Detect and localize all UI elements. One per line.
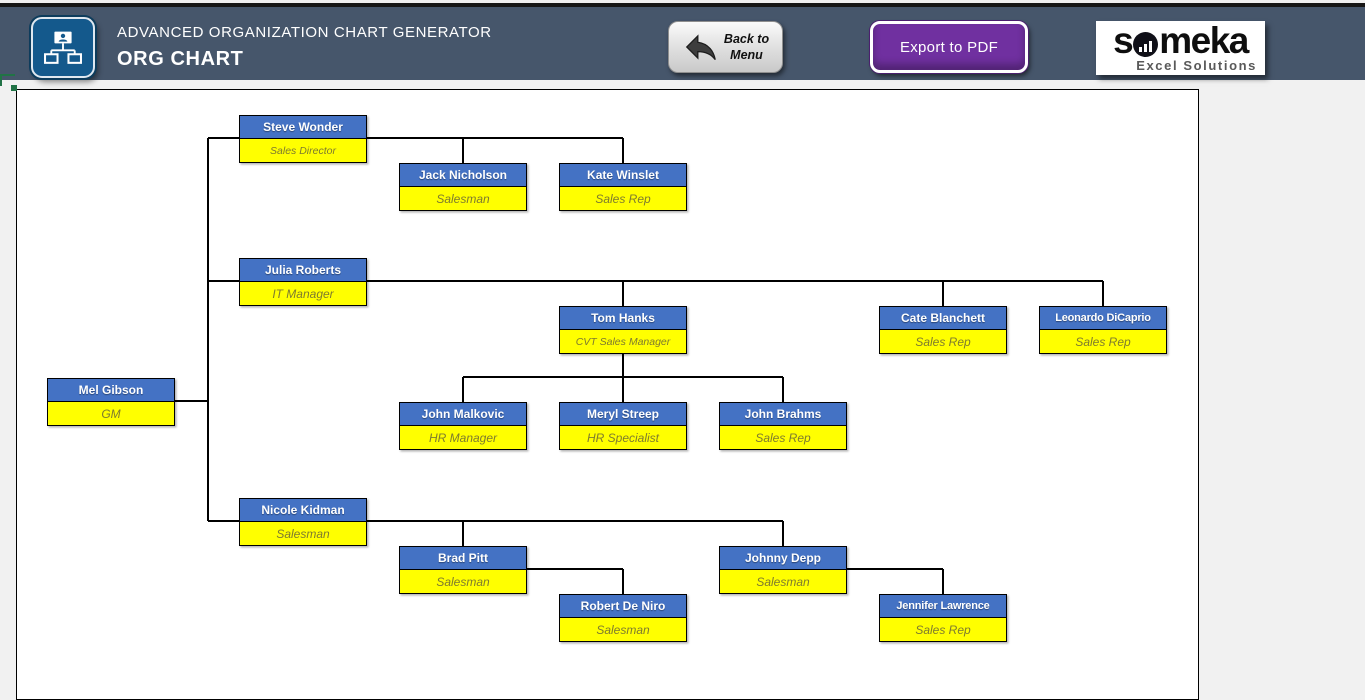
logo-tagline: Excel Solutions	[1136, 58, 1257, 73]
connector-line	[942, 569, 944, 594]
org-node-name: Tom Hanks	[560, 307, 686, 330]
org-node-title: Sales Rep	[880, 330, 1006, 353]
back-to-menu-label: Back to Menu	[724, 31, 769, 64]
connector-line	[527, 568, 623, 570]
org-node-title: Salesman	[400, 187, 526, 210]
org-node-title: CVT Sales Manager	[560, 330, 686, 353]
connector-line	[367, 520, 783, 522]
org-node-title: IT Manager	[240, 282, 366, 305]
connector-line	[1102, 281, 1104, 306]
connector-line	[367, 280, 1103, 282]
connector-line	[208, 137, 239, 139]
window-top-strip	[0, 0, 1365, 3]
org-node-title: Sales Director	[240, 139, 366, 162]
connector-line	[782, 521, 784, 546]
org-node-name: Johnny Depp	[720, 547, 846, 570]
org-node-name: Leonardo DiCaprio	[1040, 307, 1166, 330]
org-node-name: Mel Gibson	[48, 379, 174, 402]
connector-line	[622, 377, 624, 402]
connector-line	[208, 520, 239, 522]
connector-line	[462, 521, 464, 546]
org-node-name: Jennifer Lawrence	[880, 595, 1006, 618]
someka-o-chart-icon	[1133, 32, 1159, 57]
org-node-title: GM	[48, 402, 174, 425]
connector-line	[782, 377, 784, 402]
org-node-name: Meryl Streep	[560, 403, 686, 426]
excel-selection-mark-vertical	[0, 74, 2, 86]
connector-line	[462, 138, 464, 163]
brand-text-pre: s	[1113, 19, 1134, 61]
excel-selection-handle	[11, 85, 17, 91]
org-node-title: Salesman	[240, 522, 366, 545]
back-label-line1: Back to	[723, 31, 770, 46]
org-node-name: Kate Winslet	[560, 164, 686, 187]
brand-text-post: meka	[1159, 19, 1249, 61]
export-to-pdf-button[interactable]: Export to PDF	[870, 21, 1028, 73]
connector-line	[207, 138, 209, 521]
someka-brand: s meka	[1102, 19, 1259, 61]
org-node-title: Salesman	[400, 570, 526, 593]
connector-line	[622, 352, 624, 377]
back-label-line2: Menu	[730, 48, 763, 62]
org-chart-app-icon	[31, 17, 95, 78]
connector-line	[175, 400, 208, 402]
header-bar: ADVANCED ORGANIZATION CHART GENERATOR OR…	[0, 7, 1365, 80]
org-node-name: John Malkovic	[400, 403, 526, 426]
org-node-title: Sales Rep	[880, 618, 1006, 641]
org-node-name: Cate Blanchett	[880, 307, 1006, 330]
org-node-title: HR Specialist	[560, 426, 686, 449]
connector-line	[847, 568, 943, 570]
connector-line	[942, 281, 944, 306]
title-block: ADVANCED ORGANIZATION CHART GENERATOR OR…	[117, 24, 492, 71]
org-node-title: Sales Rep	[560, 187, 686, 210]
org-node-title: Sales Rep	[720, 426, 846, 449]
connector-line	[622, 569, 624, 594]
org-node-name: Jack Nicholson	[400, 164, 526, 187]
connector-line	[622, 138, 624, 163]
org-node-title: HR Manager	[400, 426, 526, 449]
connector-line	[208, 280, 239, 282]
org-node-title: Sales Rep	[1040, 330, 1166, 353]
org-node-name: John Brahms	[720, 403, 846, 426]
connector-line	[462, 377, 464, 402]
org-node-name: Robert De Niro	[560, 595, 686, 618]
back-to-menu-button[interactable]: Back to Menu	[668, 21, 783, 73]
someka-logo: s meka Excel Solutions	[1096, 21, 1265, 75]
org-node-title: Salesman	[560, 618, 686, 641]
org-node-name: Steve Wonder	[240, 116, 366, 139]
org-node-name: Julia Roberts	[240, 259, 366, 282]
org-node-name: Nicole Kidman	[240, 499, 366, 522]
connector-line	[622, 281, 624, 306]
excel-selection-mark-horizontal	[0, 74, 15, 76]
org-node-title: Salesman	[720, 570, 846, 593]
app-title: ADVANCED ORGANIZATION CHART GENERATOR	[117, 24, 492, 41]
connector-line	[367, 137, 623, 139]
org-node-name: Brad Pitt	[400, 547, 526, 570]
page-title: ORG CHART	[117, 48, 244, 70]
export-to-pdf-label: Export to PDF	[899, 38, 999, 56]
back-arrow-icon	[685, 34, 716, 61]
org-chart-glyph	[44, 31, 82, 64]
window-top-border	[0, 3, 1365, 7]
